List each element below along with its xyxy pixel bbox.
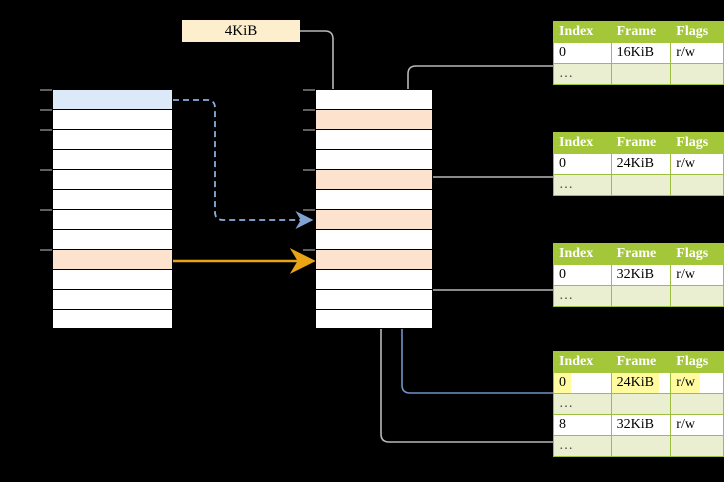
- vaddr-page-row: [52, 189, 173, 209]
- page-table-2-cell-idx: …: [553, 174, 612, 196]
- page-table-2-row: …: [553, 174, 724, 196]
- page-table-4-cell-frm: 24KiB: [610, 372, 672, 394]
- connector-table4row0-to-memory: [394, 217, 553, 394]
- vaddr-page-row: [52, 309, 173, 329]
- page-table-4-header-frame: Frame: [610, 351, 672, 373]
- page-table-3-cell-frm: [610, 285, 672, 307]
- page-table-1-header-flags: Flags: [670, 21, 724, 43]
- virtual-address-space-column: [52, 89, 173, 329]
- page-table-4-header-flags: Flags: [670, 351, 724, 373]
- vaddr-page-row: [52, 249, 173, 269]
- page-table-1-cell-frm: 16KiB: [610, 42, 672, 64]
- page-table-4-cell-idx: …: [553, 393, 612, 415]
- page-table-4-cell-idx: 0: [553, 372, 612, 394]
- connector-table4row8-to-memory: [373, 263, 553, 443]
- page-table-4-cell-flg: [670, 393, 724, 415]
- page-table-4-cell-frm: [610, 393, 672, 415]
- highlight-mark: r/w: [671, 373, 700, 393]
- page-table-4-cell-idx: 8: [553, 414, 612, 436]
- physmem-frame-row: [315, 89, 433, 109]
- physmem-frame-row: [315, 249, 433, 269]
- middle-column-ticks: [303, 89, 315, 251]
- page-table-1-cell-flg: r/w: [670, 42, 724, 64]
- page-table-4-cell-flg: r/w: [670, 372, 724, 394]
- page-table-4-cell-flg: r/w: [670, 414, 724, 436]
- physmem-frame-row: [315, 289, 433, 309]
- page-table-4-row: …: [553, 393, 724, 415]
- connector-table1-to-memory: [400, 65, 553, 177]
- left-column-ticks: [40, 89, 52, 251]
- page-table-2-cell-flg: r/w: [670, 153, 724, 175]
- vaddr-page-row: [52, 149, 173, 169]
- vaddr-page-row: [52, 209, 173, 229]
- page-table-4-cell-frm: [610, 435, 672, 457]
- physmem-frame-row: [315, 209, 433, 229]
- vaddr-page-row: [52, 269, 173, 289]
- page-table-3-cell-idx: …: [553, 285, 612, 307]
- vaddr-page-row: [52, 289, 173, 309]
- page-table-4-cell-idx: …: [553, 435, 612, 457]
- page-table-3-cell-idx: 0: [553, 264, 612, 286]
- page-table-1-header-frame: Frame: [610, 21, 672, 43]
- page-table-3-row: …: [553, 285, 724, 307]
- vaddr-page-row: [52, 229, 173, 249]
- highlight-mark: 0: [554, 373, 571, 393]
- physmem-frame-row: [315, 309, 433, 329]
- page-table-1-header-index: Index: [553, 21, 612, 43]
- connector-vaddr-dashed: [173, 99, 314, 229]
- physmem-frame-row: [315, 189, 433, 209]
- page-table-3-cell-flg: r/w: [670, 264, 724, 286]
- physmem-frame-row: [315, 229, 433, 249]
- page-table-4-cell-frm: 32KiB: [610, 414, 672, 436]
- page-table-2-cell-idx: 0: [553, 153, 612, 175]
- page-table-1-cell-idx: …: [553, 63, 612, 85]
- page-table-2-header-flags: Flags: [670, 132, 724, 154]
- physmem-frame-row: [315, 129, 433, 149]
- vaddr-page-row: [52, 169, 173, 189]
- physmem-frame-row: [315, 169, 433, 189]
- physmem-frame-row: [315, 269, 433, 289]
- page-table-3-header-flags: Flags: [670, 243, 724, 265]
- page-table-3-cell-frm: 32KiB: [610, 264, 672, 286]
- vaddr-page-row: [52, 89, 173, 109]
- page-table-2-cell-frm: 24KiB: [610, 153, 672, 175]
- page-table-3-header-index: Index: [553, 243, 612, 265]
- page-table-2-header-index: Index: [553, 132, 612, 154]
- page-table-4-row: …: [553, 435, 724, 457]
- page-table-2-cell-frm: [610, 174, 672, 196]
- physmem-frame-row: [315, 109, 433, 129]
- page-table-3-cell-flg: [670, 285, 724, 307]
- page-table-2-cell-flg: [670, 174, 724, 196]
- physmem-frame-row: [315, 149, 433, 169]
- vaddr-page-row: [52, 109, 173, 129]
- page-table-1-cell-frm: [610, 63, 672, 85]
- size-label-chip: 4KiB: [182, 20, 300, 42]
- page-table-4-row: 0 24KiB r/w: [553, 372, 724, 394]
- page-table-2-header-frame: Frame: [610, 132, 672, 154]
- page-table-1-cell-flg: [670, 63, 724, 85]
- vaddr-page-row: [52, 129, 173, 149]
- page-table-3-header-frame: Frame: [610, 243, 672, 265]
- connector-chip-to-memory: [300, 30, 341, 117]
- page-table-1-cell-idx: 0: [553, 42, 612, 64]
- page-table-4-header-index: Index: [553, 351, 612, 373]
- physical-memory-column: [315, 89, 433, 329]
- page-table-1-row: …: [553, 63, 724, 85]
- page-table-4-cell-flg: [670, 435, 724, 457]
- highlight-mark: 24KiB: [611, 373, 659, 393]
